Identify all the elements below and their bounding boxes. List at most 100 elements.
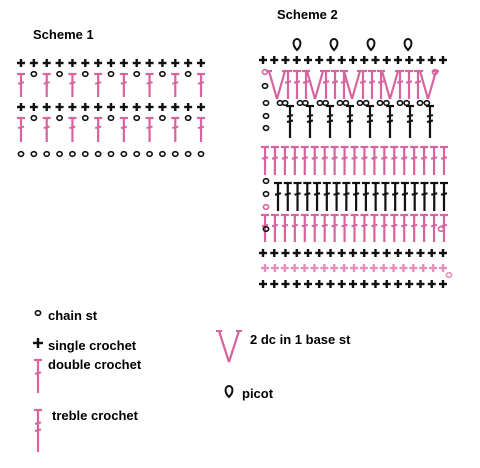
chain-stitch-symbol	[30, 114, 38, 122]
single-crochet-symbol	[427, 249, 436, 257]
double-crochet-symbol	[320, 213, 329, 242]
double-crochet-symbol	[381, 181, 390, 211]
chain-stitch-symbol	[107, 70, 115, 78]
double-crochet-symbol	[340, 145, 349, 175]
chain-stitch-symbol	[184, 70, 192, 78]
treble-crochet-symbol	[366, 104, 374, 138]
chain-stitch-symbol	[262, 190, 270, 198]
single-crochet-symbol	[330, 264, 339, 272]
single-crochet-symbol	[394, 280, 402, 288]
single-crochet-symbol	[349, 249, 357, 257]
chain-stitch-symbol	[262, 177, 270, 185]
single-crochet-symbol	[42, 103, 51, 111]
picot-symbol	[224, 384, 234, 399]
single-crochet-symbol	[17, 103, 25, 111]
double-crochet-symbol	[400, 181, 409, 211]
chain-stitch-symbol	[382, 99, 390, 107]
single-crochet-symbol	[304, 280, 312, 288]
double-crochet-symbol	[119, 116, 128, 142]
single-crochet-symbol	[439, 280, 447, 288]
single-crochet-symbol	[405, 56, 414, 64]
single-crochet-symbol	[17, 59, 25, 67]
single-crochet-symbol	[405, 280, 414, 288]
double-crochet-symbol	[440, 181, 448, 211]
single-crochet-symbol	[29, 103, 38, 111]
chain-stitch-symbol	[133, 150, 141, 158]
single-crochet-symbol	[261, 264, 269, 272]
double-crochet-symbol	[340, 213, 349, 242]
single-crochet-symbol	[371, 249, 380, 257]
single-crochet-symbol	[171, 59, 180, 67]
single-crochet-symbol	[184, 103, 193, 111]
double-crochet-symbol	[322, 69, 330, 99]
single-crochet-symbol	[132, 59, 141, 67]
double-crochet-symbol	[410, 213, 419, 242]
double-crochet-symbol	[310, 213, 319, 242]
dc-v-group-symbol	[417, 70, 439, 100]
chain-stitch-symbol	[17, 150, 25, 158]
chain-stitch-symbol	[56, 150, 63, 158]
single-crochet-symbol	[292, 249, 301, 257]
double-crochet-symbol	[320, 145, 329, 175]
double-crochet-symbol	[274, 181, 282, 211]
single-crochet-symbol	[55, 59, 64, 67]
double-crochet-symbol	[261, 145, 269, 175]
single-crochet-symbol	[119, 103, 128, 111]
treble-crochet-symbol	[426, 104, 434, 138]
double-crochet-symbol	[283, 181, 292, 211]
chain-stitch-symbol	[107, 114, 115, 122]
double-crochet-symbol	[414, 69, 422, 99]
legend-treble-label: treble crochet	[52, 408, 138, 423]
chain-stitch-symbol	[262, 203, 270, 211]
chain-stitch-symbol	[56, 70, 63, 78]
chain-stitch-symbol	[322, 99, 330, 107]
double-crochet-symbol	[68, 116, 77, 142]
single-crochet-symbol	[416, 56, 425, 64]
double-crochet-symbol	[310, 145, 319, 175]
chain-stitch-symbol	[34, 309, 42, 317]
chain-stitch-symbol	[184, 150, 192, 158]
picot-symbol	[292, 37, 302, 52]
legend-vgroup-label: 2 dc in 1 base st	[250, 332, 351, 347]
single-crochet-symbol	[280, 264, 289, 272]
double-crochet-symbol	[171, 116, 180, 142]
double-crochet-symbol	[430, 145, 439, 175]
single-crochet-symbol	[416, 280, 425, 288]
chain-stitch-symbol	[276, 99, 284, 107]
double-crochet-symbol	[370, 145, 379, 175]
double-crochet-symbol	[290, 213, 299, 242]
single-crochet-symbol	[145, 103, 154, 111]
double-crochet-symbol	[330, 213, 339, 242]
chain-stitch-symbol	[159, 70, 166, 78]
chain-stitch-symbol	[197, 150, 205, 158]
chain-stitch-symbol	[146, 150, 153, 158]
single-crochet-symbol	[290, 264, 299, 272]
double-crochet-symbol	[390, 213, 399, 242]
double-crochet-symbol	[350, 213, 359, 242]
legend-single-label: single crochet	[48, 338, 137, 353]
double-crochet-symbol	[270, 213, 279, 242]
chain-stitch-symbol	[133, 114, 141, 122]
single-crochet-symbol	[292, 280, 301, 288]
double-crochet-symbol	[94, 116, 103, 142]
chain-stitch-symbol	[159, 150, 166, 158]
double-crochet-symbol	[390, 145, 399, 175]
chain-stitch-symbol	[43, 150, 51, 158]
single-crochet-symbol	[197, 103, 205, 111]
legend-chain-label: chain st	[48, 308, 98, 323]
picot-symbol	[329, 37, 339, 52]
double-crochet-symbol	[330, 145, 339, 175]
single-crochet-symbol	[315, 280, 324, 288]
single-crochet-symbol	[270, 56, 279, 64]
chain-stitch-symbol	[30, 70, 38, 78]
single-crochet-symbol	[94, 103, 103, 111]
double-crochet-symbol	[94, 72, 103, 97]
picot-symbol	[403, 37, 413, 52]
single-crochet-symbol	[68, 103, 77, 111]
chain-stitch-symbol	[416, 99, 424, 107]
double-crochet-symbol	[197, 116, 205, 142]
chain-stitch-symbol	[423, 99, 431, 107]
treble-crochet-symbol	[306, 104, 314, 138]
single-crochet-symbol	[337, 56, 346, 64]
